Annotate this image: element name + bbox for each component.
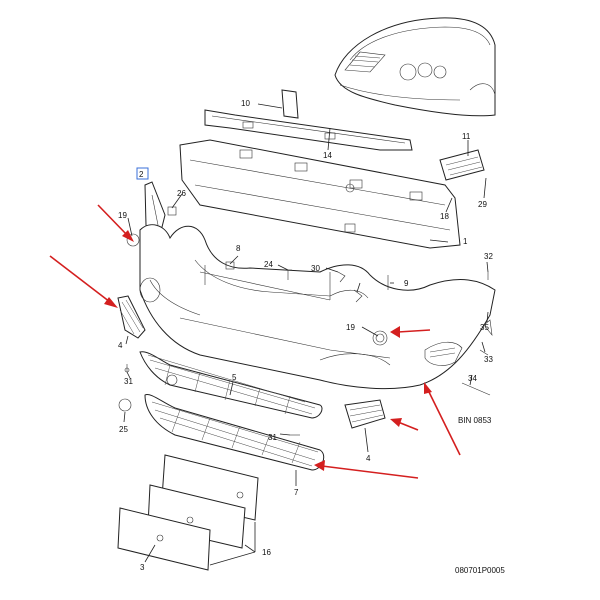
callout-2-highlight [136,167,149,180]
leader-lines [123,103,489,566]
part-4-side-grille-right [344,399,386,429]
callout-33: 33 [484,355,493,364]
callout-24: 24 [264,260,273,269]
part-11-bracket [439,149,485,181]
callout-16: 16 [262,548,271,557]
callout-1: 1 [463,237,468,246]
callout-19-right: 19 [346,323,355,332]
callout-35: 35 [480,323,489,332]
callout-19-left: 19 [118,211,127,220]
callout-18: 18 [440,212,449,221]
callout-11: 11 [462,132,471,141]
callout-3: 3 [140,563,145,572]
small-fasteners [118,206,493,436]
callout-2: 2 [139,170,144,179]
part-14-upper-bar [204,89,413,151]
callout-26: 26 [177,189,186,198]
main-bumper-cover [139,224,496,390]
bin-code: BIN 0853 [458,416,492,425]
callout-31-left: 31 [124,377,133,386]
callout-4-left: 4 [118,341,123,350]
callout-5: 5 [232,373,237,382]
callout-30: 30 [311,264,320,273]
callout-8: 8 [236,244,241,253]
callout-4-right: 4 [366,454,371,463]
callout-29: 29 [478,200,487,209]
callout-32: 32 [484,252,493,261]
callout-10: 10 [241,99,250,108]
callout-labels: 10 14 11 29 18 1 2 26 19 8 24 30 32 9 19… [118,99,505,575]
part-1-impact-bar [179,139,461,249]
callout-34: 34 [468,374,477,383]
callout-31-lower: 31 [268,433,277,442]
red-arrows [49,204,461,479]
callout-25: 25 [119,425,128,434]
callout-7: 7 [294,488,299,497]
part-4-side-grille-left [117,295,146,339]
callout-14: 14 [323,151,332,160]
drawing-code: 080701P0005 [455,566,505,575]
car-inset [334,17,496,117]
callout-9: 9 [404,279,409,288]
part-16-plate-brackets [117,454,259,571]
part-5-grille [139,351,323,419]
